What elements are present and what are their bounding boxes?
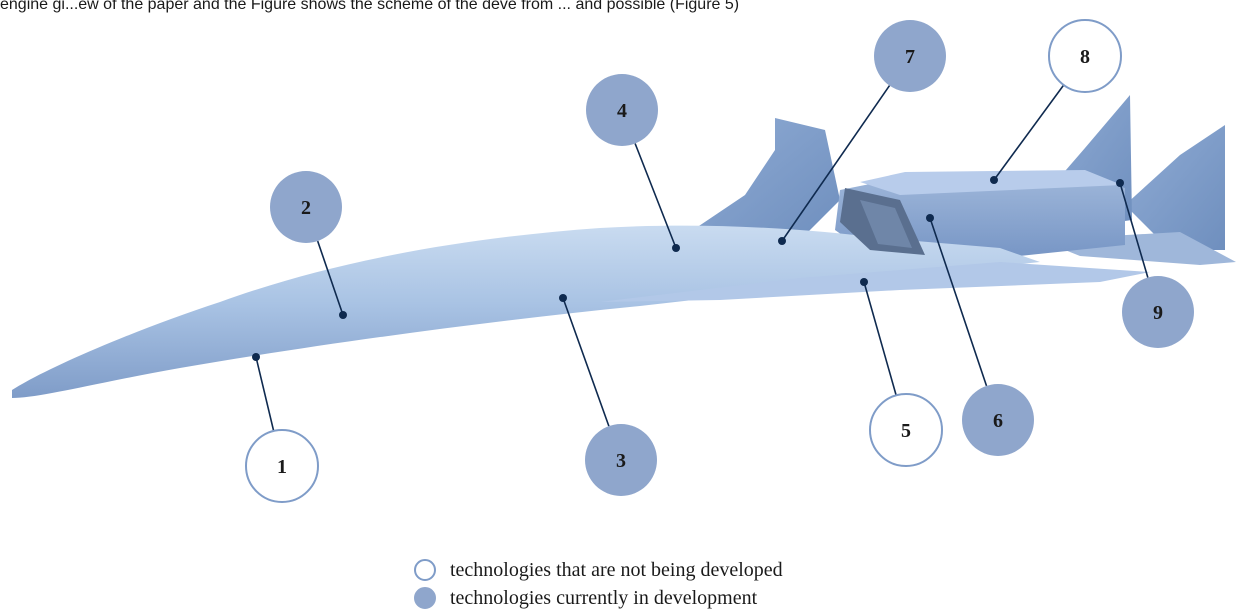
- pointer-dot-8: [990, 176, 998, 184]
- pointer-dot-2: [339, 311, 347, 319]
- callout-number-5: 5: [901, 420, 911, 442]
- callout-circle-5: [869, 393, 943, 467]
- wing-root-fin: [690, 118, 840, 240]
- pointer-dot-9: [1116, 179, 1124, 187]
- filled-circle-icon: [414, 587, 436, 609]
- callout-number-2: 2: [301, 197, 311, 219]
- callout-circle-7: [874, 20, 946, 92]
- legend: technologies that are not being develope…: [414, 556, 783, 612]
- callout-circle-9: [1122, 276, 1194, 348]
- callout-circle-4: [586, 74, 658, 146]
- intake-inner: [860, 200, 912, 248]
- fuselage: [12, 225, 1040, 398]
- pointer-dot-5: [860, 278, 868, 286]
- callout-number-9: 9: [1153, 302, 1163, 324]
- vertical-fin-rear: [1125, 125, 1225, 250]
- pointer-dot-7: [778, 237, 786, 245]
- callout-number-8: 8: [1080, 46, 1090, 68]
- callout-number-4: 4: [617, 100, 627, 122]
- leader-line-9: [1119, 182, 1149, 278]
- callout-circle-1: [245, 429, 319, 503]
- leader-line-1: [255, 356, 275, 432]
- pointer-dot-1: [252, 353, 260, 361]
- callout-number-7: 7: [905, 46, 915, 68]
- callout-circle-8: [1048, 19, 1122, 93]
- callout-markers: 1 2 3 4 5 6 7 8 9: [245, 19, 1194, 503]
- callout-circle-3: [585, 424, 657, 496]
- leader-line-5: [863, 281, 897, 396]
- callout-circle-6: [962, 384, 1034, 456]
- main-wing: [600, 262, 1150, 302]
- cropped-caption-text: engine gi...ew of the paper and the Figu…: [0, 0, 740, 13]
- callout-circle-2: [270, 171, 342, 243]
- legend-item-in-development: technologies currently in development: [414, 584, 783, 612]
- callout-number-3: 3: [616, 450, 626, 472]
- leader-lines: [252, 84, 1149, 432]
- open-circle-icon: [414, 559, 436, 581]
- leader-line-4: [634, 143, 677, 249]
- leader-line-2: [316, 240, 344, 316]
- legend-item-not-developed: technologies that are not being develope…: [414, 556, 783, 584]
- callout-number-6: 6: [993, 410, 1003, 432]
- leader-line-6: [929, 217, 988, 387]
- leader-line-8: [993, 84, 1065, 181]
- pointer-dot-6: [926, 214, 934, 222]
- pointer-dot-4: [672, 244, 680, 252]
- aircraft-illustration: [12, 95, 1236, 398]
- leader-line-3: [562, 297, 610, 427]
- callout-number-1: 1: [277, 456, 287, 478]
- pointer-dot-3: [559, 294, 567, 302]
- legend-label-in-development: technologies currently in development: [450, 586, 758, 609]
- leader-line-7: [781, 85, 891, 242]
- legend-label-not-developed: technologies that are not being develope…: [450, 558, 783, 581]
